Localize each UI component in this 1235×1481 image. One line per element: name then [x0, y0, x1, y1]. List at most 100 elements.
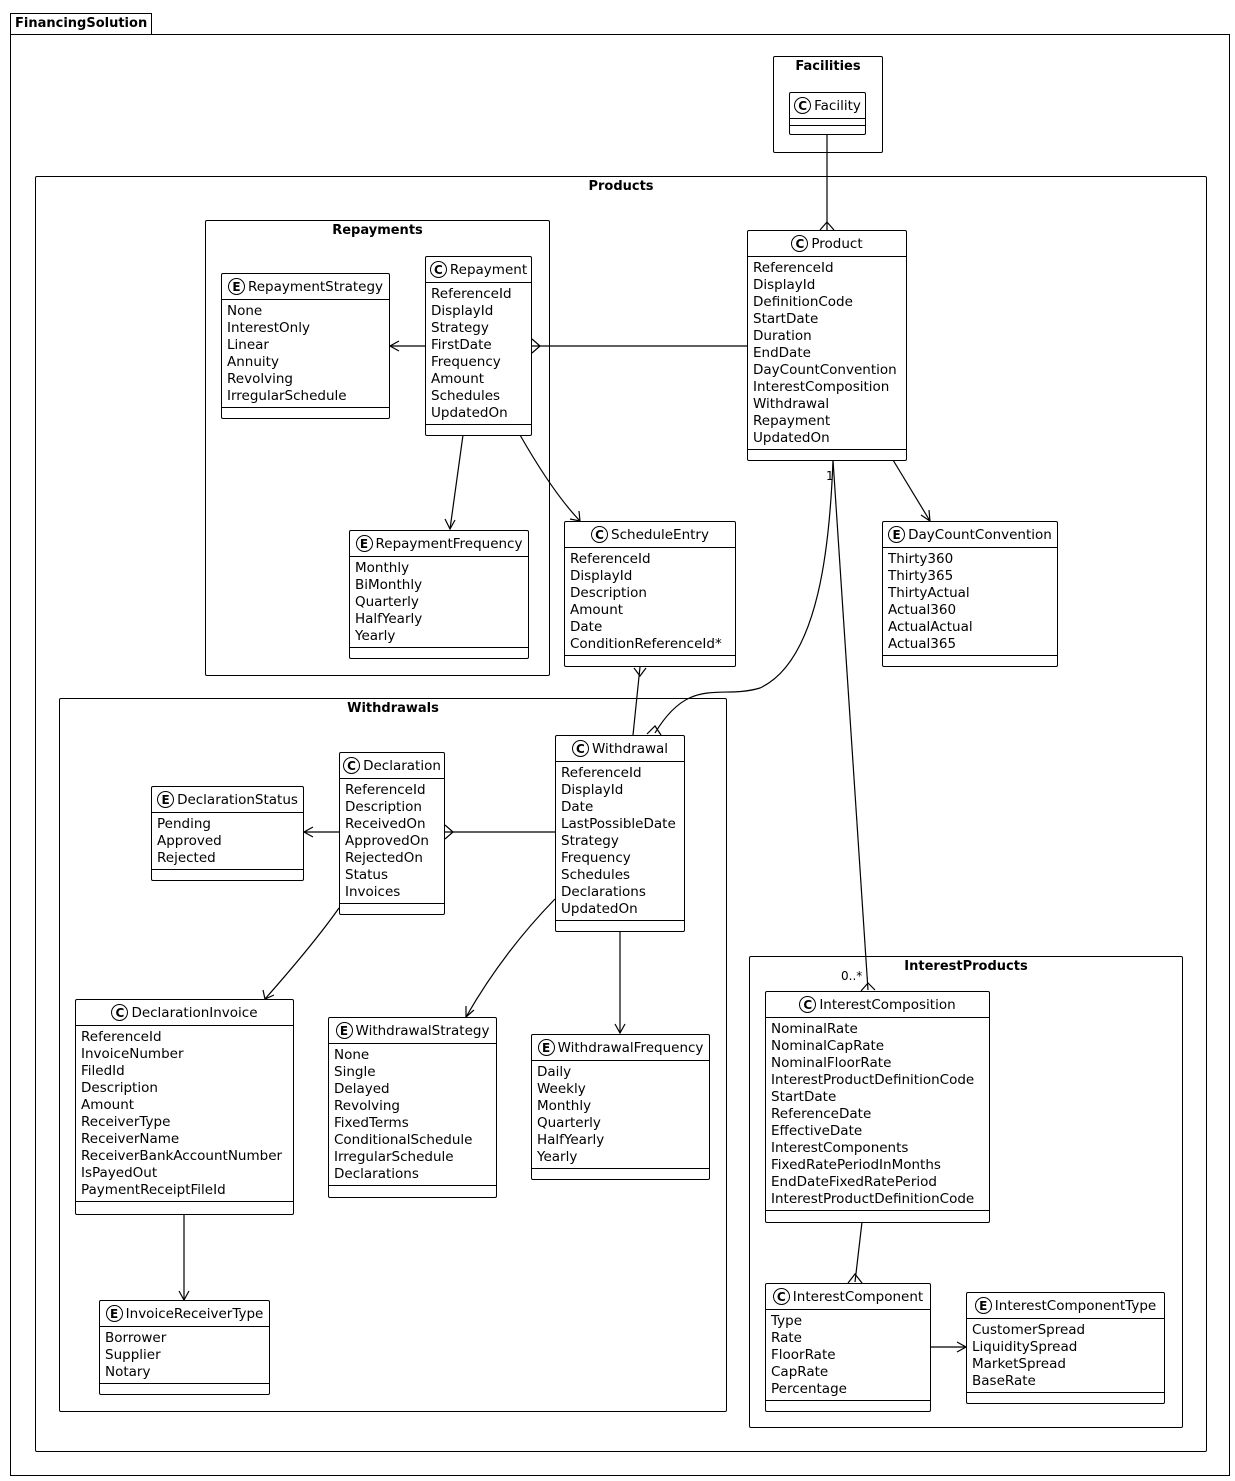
class-methods	[100, 1383, 269, 1390]
class-field: Description	[570, 585, 647, 601]
class-field: InterestOnly	[227, 320, 310, 336]
class-methods	[350, 647, 528, 654]
class-stereotype-icon: C	[343, 757, 361, 774]
class-field: DisplayId	[561, 782, 624, 798]
multiplicity-product-one: 1	[826, 469, 834, 483]
class-field: BiMonthly	[355, 577, 423, 593]
class-stereotype-icon: C	[111, 1004, 129, 1021]
class-methods	[748, 449, 906, 456]
class-field: Amount	[570, 602, 624, 618]
class-field: EffectiveDate	[771, 1123, 863, 1139]
class-field: ReferenceDate	[771, 1106, 872, 1122]
crowfoot-declaration	[444, 824, 454, 840]
products-group: Products	[35, 176, 1207, 1452]
arrow-withdrawal-frequency	[614, 1023, 626, 1035]
class-methods	[340, 903, 444, 910]
link-repayment-schedule	[519, 434, 581, 522]
class-field: ReferenceId	[345, 782, 426, 798]
class-name: WithdrawalStrategy	[355, 1022, 490, 1039]
class-name: DeclarationInvoice	[131, 1004, 258, 1021]
class-field: Yearly	[355, 628, 396, 644]
class-field: FirstDate	[431, 337, 492, 353]
class-name: ScheduleEntry	[611, 526, 709, 543]
class-field: Thirty360	[888, 551, 954, 567]
enum-stereotype-icon: E	[227, 278, 245, 295]
root-package	[10, 34, 1230, 1476]
class-name: InterestComposition	[819, 996, 956, 1013]
class-field: Schedules	[431, 388, 501, 404]
class-field: DisplayId	[753, 277, 816, 293]
class-field: Frequency	[431, 354, 501, 370]
class-field: Amount	[431, 371, 485, 387]
class-name: WithdrawalFrequency	[557, 1039, 704, 1056]
class-field: Daily	[537, 1064, 572, 1080]
class-name: Repayment	[449, 261, 528, 278]
withdrawals-group: Withdrawals	[59, 698, 727, 1412]
class-methods	[565, 655, 735, 662]
repayments-title: Repayments	[332, 223, 423, 238]
link-composition-component	[854, 1221, 863, 1283]
class-field: CapRate	[771, 1364, 829, 1380]
class-name: DeclarationStatus	[177, 791, 298, 808]
class-field: HalfYearly	[355, 611, 423, 627]
link-product-interest	[832, 459, 869, 991]
class-field: EndDateFixedRatePeriod	[771, 1174, 937, 1190]
class-field: LiquiditySpread	[972, 1339, 1078, 1355]
class-field: Weekly	[537, 1081, 586, 1097]
link-repayment-frequency	[449, 434, 464, 530]
class-field: Actual365	[888, 636, 957, 652]
class-field: Declarations	[334, 1166, 419, 1182]
class-field: ReceiverBankAccountNumber	[81, 1148, 283, 1164]
class-field: Amount	[81, 1097, 135, 1113]
class-methods	[766, 1400, 930, 1407]
class-field: IrregularSchedule	[334, 1149, 454, 1165]
class-name: RepaymentStrategy	[247, 278, 384, 295]
crowfoot-product-top	[819, 221, 835, 231]
class-stereotype-icon: C	[794, 97, 812, 114]
class-methods	[329, 1185, 496, 1192]
class-field: RejectedOn	[345, 850, 423, 866]
class-methods	[152, 869, 303, 876]
class-name: Withdrawal	[591, 740, 669, 757]
class-field: ApprovedOn	[345, 833, 429, 849]
class-methods	[532, 1168, 709, 1175]
class-field: Rejected	[157, 850, 216, 866]
class-field: Supplier	[105, 1347, 161, 1363]
class-field: None	[227, 303, 263, 319]
class-field: Date	[561, 799, 594, 815]
class-methods	[883, 655, 1057, 662]
class-field: ReceivedOn	[345, 816, 426, 832]
class-field: InterestProductDefinitionCode	[771, 1191, 975, 1207]
class-field: NominalCapRate	[771, 1038, 885, 1054]
class-field: Approved	[157, 833, 222, 849]
